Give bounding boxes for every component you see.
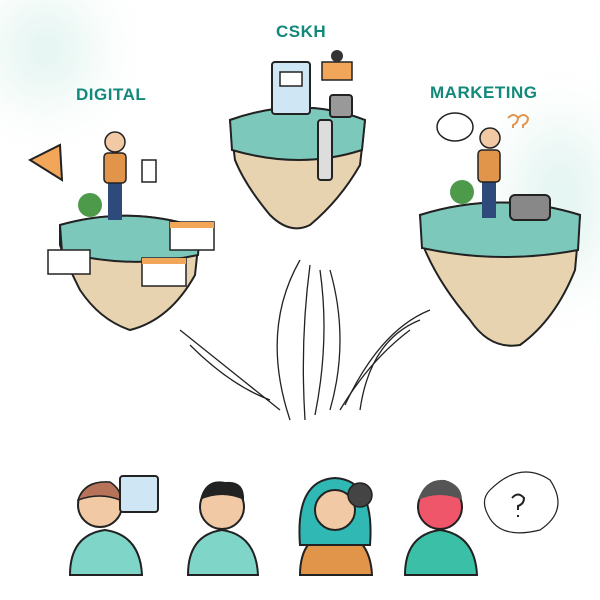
marketing-label: MARKETING xyxy=(430,83,538,102)
cskh-island xyxy=(228,50,367,230)
digital-label: DIGITAL xyxy=(76,85,147,104)
angry-person-4 xyxy=(403,471,559,576)
marketing-island xyxy=(418,112,582,347)
digital-island xyxy=(27,131,215,332)
background-glow-left xyxy=(0,0,90,100)
cskh-label: CSKH xyxy=(276,22,327,41)
frustrated-person-1 xyxy=(68,475,159,576)
frustrated-person-2 xyxy=(186,481,260,576)
frustrated-person-3 xyxy=(298,476,374,576)
message-swirl-lines xyxy=(179,259,431,421)
